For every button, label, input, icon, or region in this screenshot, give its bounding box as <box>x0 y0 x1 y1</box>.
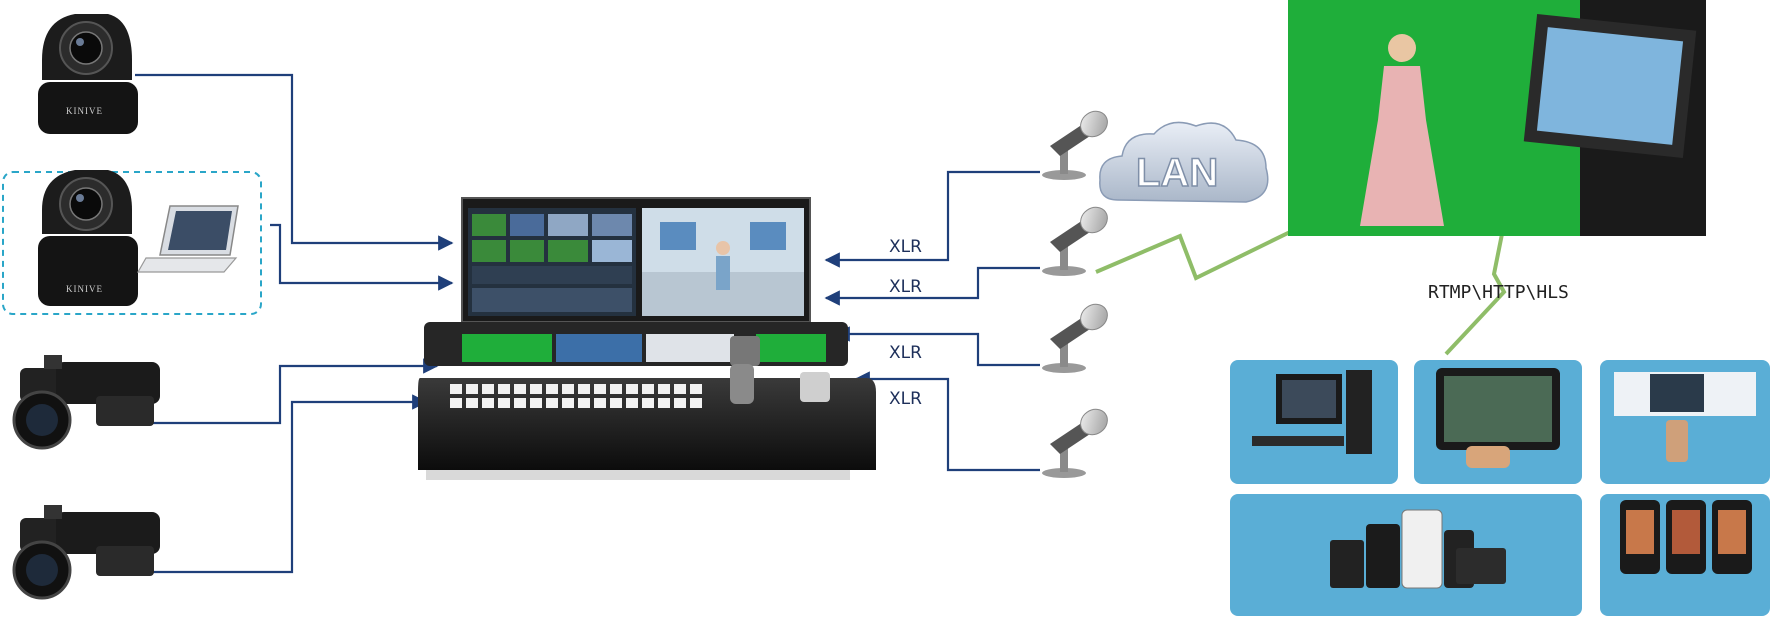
xlr-label-4: XLR <box>889 389 922 409</box>
green-screen-studio <box>1288 0 1706 236</box>
video-switcher-console <box>418 197 876 480</box>
camcorder-1 <box>12 355 160 450</box>
camera-brand-label: KINIVE <box>66 106 103 116</box>
lan-label: LAN <box>1136 151 1218 195</box>
mic-2-connector <box>824 266 1040 306</box>
xlr-label-2: XLR <box>889 277 922 297</box>
t-bar <box>800 372 830 402</box>
xlr-label-3: XLR <box>889 343 922 363</box>
ptz-camera-1: KINIVE <box>38 14 138 134</box>
mic-connectors <box>824 170 1040 472</box>
mic-3-connector <box>834 326 1040 367</box>
lan-cloud: LAN <box>1099 121 1269 203</box>
xlr-label-1: XLR <box>889 237 922 257</box>
stream-protocols-label: RTMP\HTTP\HLS <box>1428 282 1569 303</box>
preview-screen-1 <box>462 334 552 362</box>
laptop <box>136 205 239 273</box>
mic-4-connector <box>854 371 1040 472</box>
microphone-3 <box>1042 303 1108 373</box>
microphone-2 <box>1042 206 1108 276</box>
source-connectors <box>135 73 454 574</box>
camera-1-connector <box>135 73 454 251</box>
preview-screen-2 <box>556 334 642 362</box>
mic-1-connector <box>824 170 1040 268</box>
microphone-4 <box>1042 408 1108 478</box>
camera-2-connector <box>270 223 454 291</box>
dashed-group-box <box>2 171 262 315</box>
output-devices <box>1230 360 1770 616</box>
wireless-links <box>1095 230 1507 356</box>
wireless-link-stream <box>1444 233 1507 356</box>
camcorder-1-connector <box>145 358 439 425</box>
camcorder-2-connector <box>145 394 428 574</box>
preview-screen-4 <box>756 334 826 362</box>
camera-brand-label-2: KINIVE <box>66 284 103 294</box>
presenter <box>1360 34 1444 226</box>
microphone-1 <box>1042 110 1108 180</box>
button-row <box>450 384 702 408</box>
ptz-camera-2: KINIVE <box>38 170 138 306</box>
wireless-link-lan <box>1095 230 1291 281</box>
camcorder-2 <box>12 505 160 600</box>
preview-screen-3 <box>646 334 734 362</box>
